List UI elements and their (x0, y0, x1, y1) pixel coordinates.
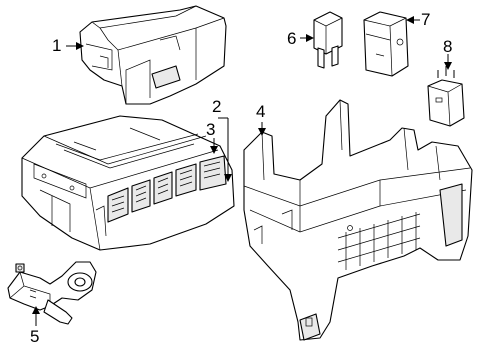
leader-7 (406, 16, 420, 24)
part-5-battery-sensor (7, 261, 97, 325)
leader-2 (218, 117, 232, 182)
leader-4 (258, 122, 266, 136)
part-6-mini-fuse (313, 11, 343, 69)
callout-8: 8 (443, 37, 453, 56)
part-8-relay (427, 66, 465, 127)
part-7-cartridge-fuse (363, 11, 409, 77)
leader-8 (444, 54, 452, 70)
part-2-3-junction-box (21, 115, 235, 251)
leader-5 (32, 306, 40, 326)
part-1-cover (79, 5, 227, 105)
callout-3: 3 (206, 120, 216, 139)
part-4-bracket-tray (243, 99, 473, 341)
callout-5: 5 (30, 327, 40, 346)
callout-2: 2 (212, 97, 222, 116)
leader-3 (210, 138, 218, 154)
callout-4: 4 (256, 102, 266, 121)
callout-6: 6 (287, 29, 297, 48)
callout-7: 7 (421, 10, 431, 29)
leader-1 (66, 42, 84, 50)
callout-1: 1 (52, 36, 62, 55)
leader-6 (300, 34, 314, 42)
